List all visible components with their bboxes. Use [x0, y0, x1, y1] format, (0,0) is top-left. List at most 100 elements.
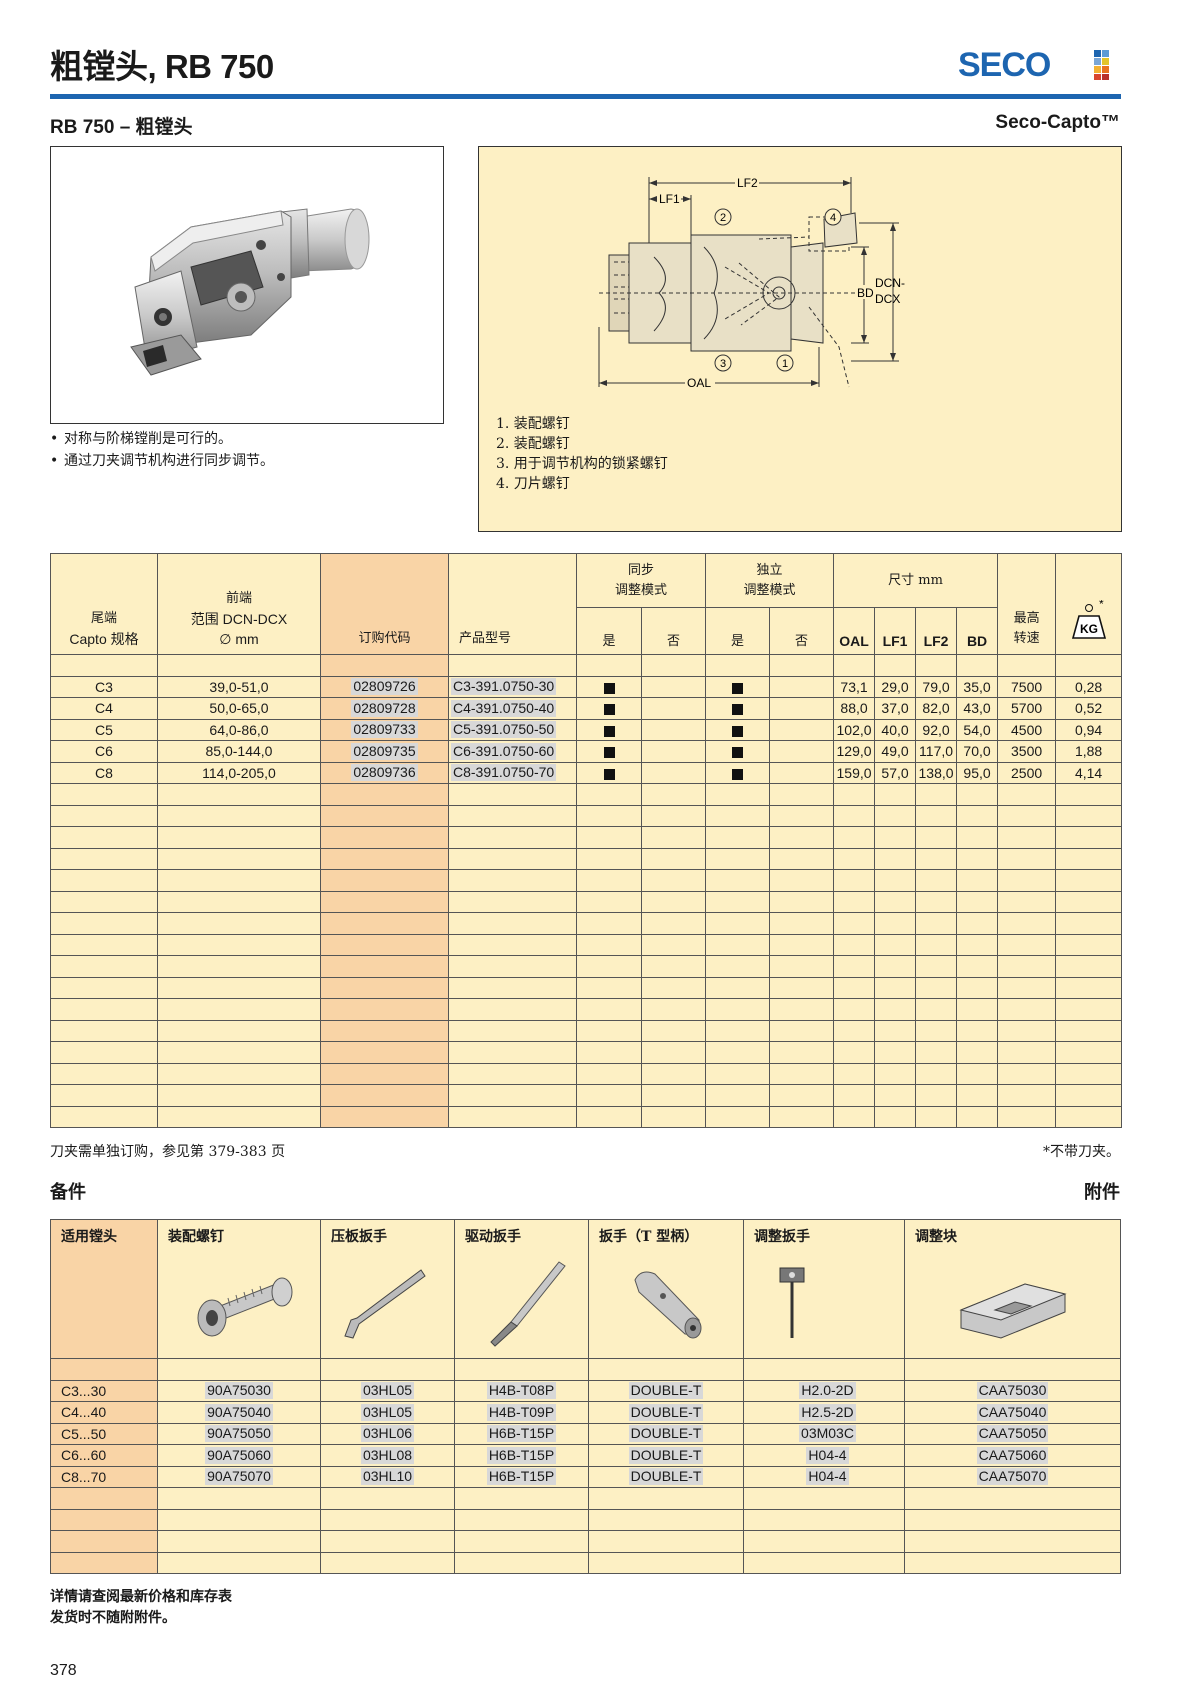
applicable-head-cell: C3...30: [50, 1379, 158, 1402]
range-cell: 85,0-144,0: [157, 740, 321, 763]
empty-cell: [448, 1019, 577, 1042]
table-row: [50, 933, 1123, 956]
lf2-cell: 117,0: [915, 740, 958, 763]
footer-line: 发货时不随附附件。: [50, 1610, 176, 1626]
weight-icon: KG *: [1071, 597, 1106, 639]
header-indep-yes: 是: [705, 607, 771, 655]
table-row: [50, 869, 1123, 892]
footer-note: 详情请查阅最新价格和库存表 发货时不随附附件。: [50, 1587, 232, 1629]
empty-cell: [157, 1105, 321, 1128]
empty-cell: [915, 1105, 958, 1128]
empty-cell: [576, 1084, 642, 1107]
empty-cell: [640, 869, 707, 892]
empty-cell: [874, 976, 917, 999]
empty-cell: [320, 1105, 449, 1128]
adjust-block-icon: [959, 1283, 1067, 1339]
order-code-cell: 02809736: [320, 761, 449, 784]
empty-cell: [448, 976, 577, 999]
header-weight: KG *: [1055, 553, 1123, 655]
empty-cell: [588, 1551, 744, 1574]
empty-cell: [956, 912, 999, 935]
header-assembly-screw: 装配螺钉: [157, 1219, 321, 1359]
empty-cell: [997, 1084, 1057, 1107]
drive-wrench-code-value: H6B-T15P: [486, 1468, 557, 1486]
indep-yes-cell: [705, 697, 771, 720]
header-drive-wrench: 驱动扳手: [454, 1219, 589, 1359]
empty-cell: [956, 654, 999, 677]
empty-cell: [1055, 890, 1123, 913]
empty-cell: [640, 1062, 707, 1085]
applicable-head-cell: C4...40: [50, 1401, 158, 1424]
rpm-cell: 7500: [997, 675, 1057, 698]
order-code-value: 02809728: [351, 699, 418, 717]
range-cell: 64,0-86,0: [157, 718, 321, 741]
empty-cell: [769, 869, 835, 892]
empty-cell: [769, 1105, 835, 1128]
table-row: [50, 1062, 1123, 1085]
empty-cell: [997, 998, 1057, 1021]
callout-4: 4: [830, 212, 836, 224]
empty-cell: [956, 1019, 999, 1042]
t-handle-code-value: DOUBLE-T: [628, 1382, 704, 1400]
empty-cell: [915, 1041, 958, 1064]
empty-cell: [769, 826, 835, 849]
header-adjust-wrench: 调整扳手: [743, 1219, 912, 1359]
empty-cell: [157, 1487, 321, 1510]
table-row: [50, 1551, 912, 1574]
dim-oal-label: OAL: [687, 376, 711, 390]
adjust-wrench-code-cell: H04-4: [743, 1465, 912, 1488]
empty-cell: [448, 955, 577, 978]
screw-code-value: 90A75060: [205, 1446, 273, 1464]
empty-cell: [576, 1062, 642, 1085]
empty-cell: [576, 1105, 642, 1128]
empty-cell: [743, 1487, 912, 1510]
table-row: [50, 804, 1123, 827]
empty-cell: [576, 1041, 642, 1064]
empty-cell: [769, 976, 835, 999]
empty-cell: [743, 1530, 912, 1553]
clamp-wrench-code-value: 03HL06: [360, 1425, 415, 1443]
empty-cell: [833, 826, 876, 849]
empty-cell: [448, 912, 577, 935]
empty-cell: [576, 1019, 642, 1042]
empty-cell: [640, 1105, 707, 1128]
adjust-block-code-cell: CAA75050: [904, 1422, 1121, 1445]
rpm-cell: 5700: [997, 697, 1057, 720]
empty-cell: [576, 933, 642, 956]
empty-cell: [874, 869, 917, 892]
rpm-cell: 2500: [997, 761, 1057, 784]
sync-no-cell: [640, 718, 707, 741]
table-row: [904, 1487, 1121, 1510]
dim-lf1-label: LF1: [659, 192, 680, 206]
bd-cell: 70,0: [956, 740, 999, 763]
adjust-block-code-value: CAA75040: [976, 1403, 1049, 1421]
weight-star: *: [1099, 600, 1104, 611]
availability-mark: [732, 682, 744, 694]
empty-cell: [997, 783, 1057, 806]
adjust-block-code-value: CAA75070: [976, 1468, 1049, 1486]
empty-cell: [769, 998, 835, 1021]
empty-cell: [705, 1084, 771, 1107]
clamp-wrench-code-cell: 03HL05: [320, 1401, 455, 1424]
product-photo-box: [50, 146, 444, 424]
header-independent-mode: 独立调整模式: [705, 553, 835, 608]
empty-cell: [157, 998, 321, 1021]
table-row: [50, 1019, 1123, 1042]
empty-cell: [705, 869, 771, 892]
page-number: 378: [50, 1662, 77, 1679]
empty-cell: [157, 654, 321, 677]
empty-cell: [915, 955, 958, 978]
empty-cell: [320, 654, 449, 677]
empty-cell: [1055, 955, 1123, 978]
empty-cell: [915, 783, 958, 806]
empty-cell: [833, 890, 876, 913]
legend-item: 1. 装配螺钉: [496, 416, 570, 432]
model-cell: C4-391.0750-40: [448, 697, 577, 720]
empty-cell: [320, 890, 449, 913]
empty-cell: [874, 1041, 917, 1064]
empty-cell: [705, 1105, 771, 1128]
footer-line: 详情请查阅最新价格和库存表: [50, 1589, 232, 1605]
shank-cell: C5: [50, 718, 158, 741]
